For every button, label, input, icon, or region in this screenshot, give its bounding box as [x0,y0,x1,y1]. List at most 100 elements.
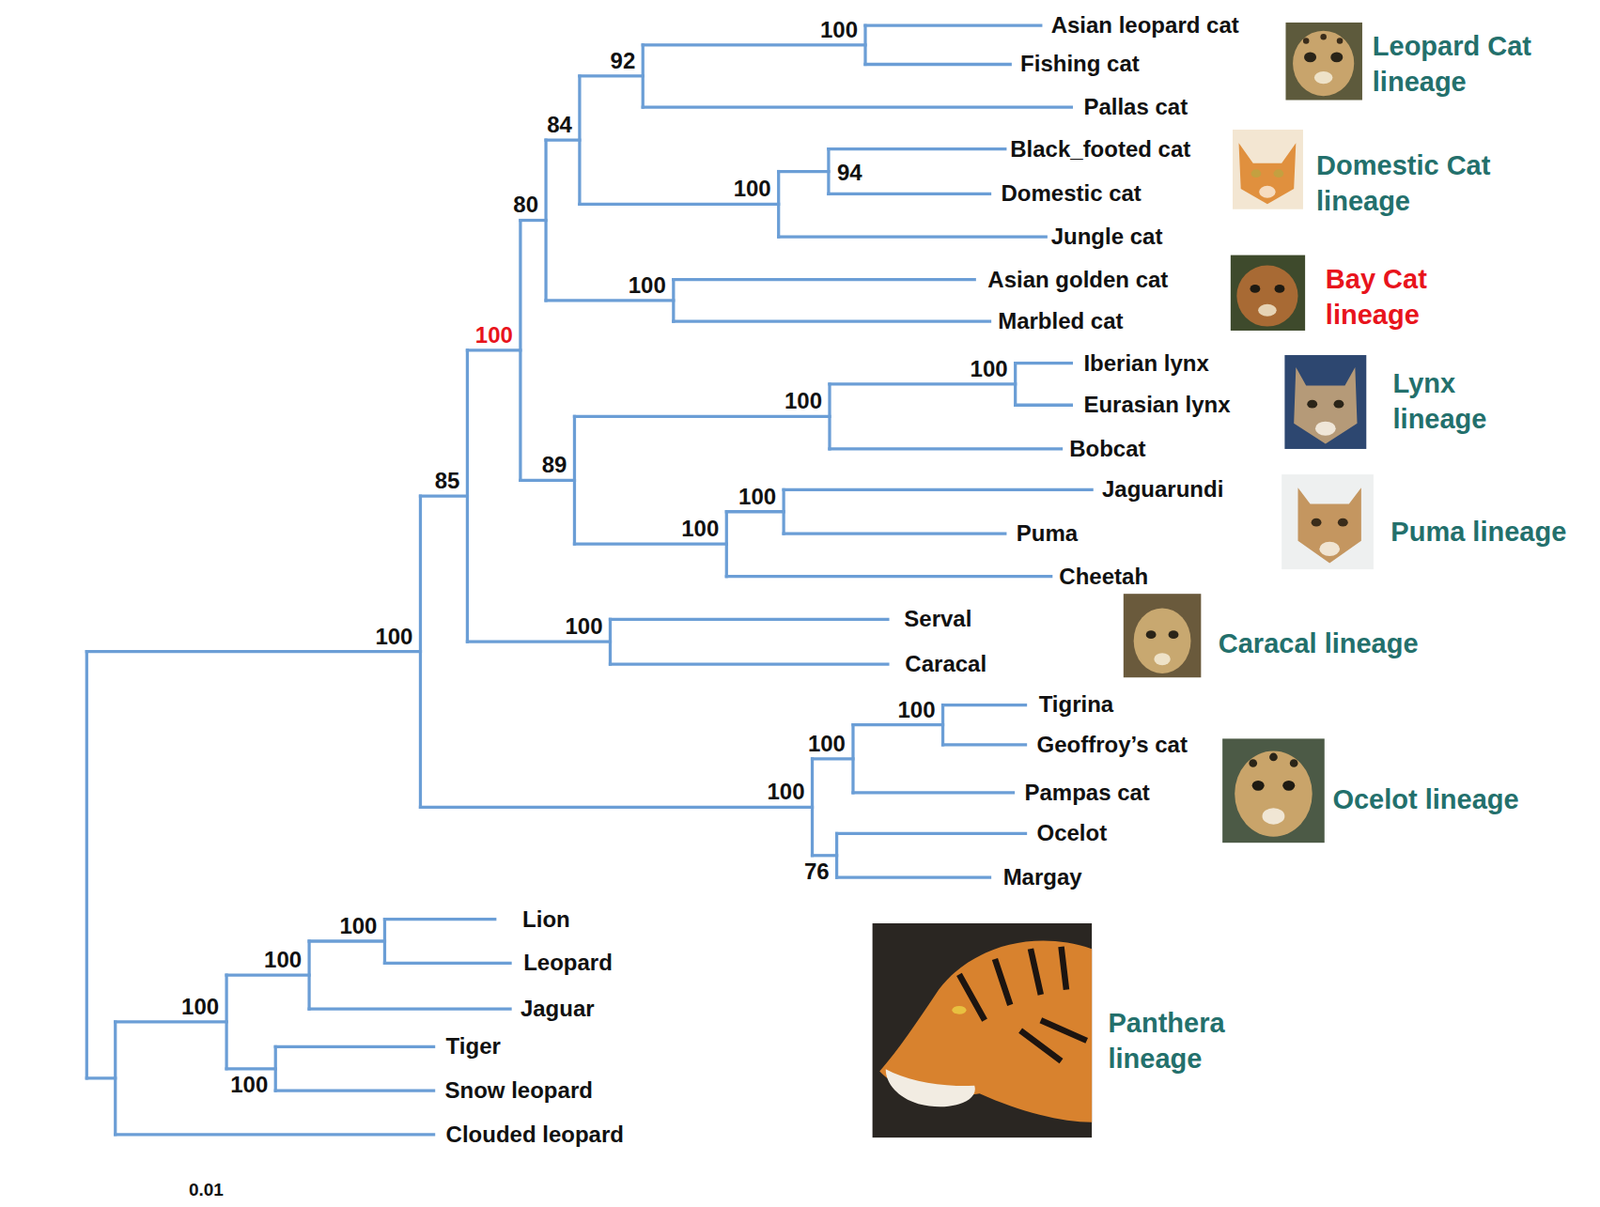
species-name: Marbled cat [997,310,1123,333]
species-name: Fishing cat [1020,52,1140,76]
tree-branch [545,139,580,142]
bootstrap-value: 100 [681,517,719,541]
tree-branch [115,1133,435,1136]
bootstrap-value: 100 [784,389,823,413]
bootstrap-value: 76 [804,860,830,884]
tree-branch [778,170,829,173]
tree-branch [673,320,991,324]
tree-branch [829,447,1062,451]
cat-photo [1284,355,1367,450]
tree-branch [419,494,467,498]
tree-branch [837,832,1026,836]
tree-branch [226,1067,276,1071]
bootstrap-value: 94 [837,161,863,185]
lineage-label: Domestic Cat lineage [1316,147,1552,219]
tree-branch [384,917,495,921]
tree-branch [115,1020,227,1024]
lineage-label: Leopard Cat lineage [1372,28,1589,100]
species-name: Asian leopard cat [1051,14,1240,37]
bootstrap-value: 100 [898,699,936,722]
tree-branch [828,192,991,196]
tree-branch [865,24,1041,28]
tree-branch [853,791,1014,794]
species-name: Tiger [446,1035,501,1058]
tree-branch [1015,403,1072,407]
tree-branch [579,202,779,206]
species-name: Asian golden cat [987,268,1168,292]
species-name: Geoffroy’s cat [1036,733,1188,757]
cat-photo [1232,129,1304,210]
bootstrap-value: 84 [546,113,573,137]
bootstrap-value: 85 [434,469,461,493]
species-name: Bobcat [1069,437,1146,461]
tree-branch [726,574,1051,578]
bootstrap-value: 100 [230,1073,268,1097]
lineage-label: Puma lineage [1390,513,1567,550]
tree-branch [419,806,812,809]
tree-branch [865,62,1010,66]
species-name: Jaguarundi [1102,478,1224,501]
cat-photo [1123,593,1202,678]
bootstrap-value: 100 [181,995,219,1019]
tree-branch [673,278,975,281]
bootstrap-value: 100 [738,485,777,509]
tree-branch [609,618,887,622]
species-name: Cheetah [1058,565,1149,589]
tree-branches [86,25,1092,1135]
lineage-label: Ocelot lineage [1332,781,1519,818]
tree-branch [275,1045,434,1049]
tree-branch [275,1088,434,1092]
bootstrap-value: 100 [564,615,603,638]
species-name: Domestic cat [1000,182,1141,205]
bootstrap-value: 100 [807,732,846,756]
tree-branch [1015,361,1072,365]
lineage-label: Bay Cat lineage [1325,261,1486,333]
species-name: Ocelot [1036,822,1107,845]
species-name: Lion [522,908,571,932]
species-name: Black_footed cat [1009,138,1191,161]
cat-photo [1285,22,1362,101]
photo-group [872,22,1374,1138]
tree-branch [778,234,1047,238]
bootstrap-value: 100 [766,780,805,804]
bootstrap-value: 92 [610,49,637,73]
tree-branch [226,973,310,977]
species-name: Puma [1016,522,1078,545]
tree-branch [579,74,643,78]
tree-branch [574,543,727,546]
cat-photo [1222,738,1325,843]
tree-branch [520,479,575,482]
bootstrap-value: 100 [374,625,413,649]
species-name: Leopard [523,951,613,975]
species-name: Pallas cat [1083,95,1188,119]
bootstrap-value: 89 [542,453,568,477]
scale-label: 0.01 [188,1180,224,1199]
lineage-label: Caracal lineage [1218,625,1419,662]
tree-branch [829,382,1016,386]
species-name: Jaguar [520,997,595,1021]
tree-branch [726,510,784,513]
tree-branch [86,1076,115,1080]
tree-branch [812,757,854,761]
tree-branch [837,875,991,879]
bootstrap-value: 100 [820,18,858,42]
tree-branch [309,1008,511,1011]
tree-branch [943,703,1026,707]
cat-photo [1281,474,1374,570]
species-name: Iberian lynx [1083,352,1209,375]
species-name: Jungle cat [1051,225,1164,249]
cat-photo [1230,255,1305,331]
bootstrap-value: 100 [339,915,377,938]
bootstrap-value: 80 [512,193,539,217]
species-name: Tigrina [1039,693,1115,716]
bootstrap-value: 100 [475,324,513,347]
species-name: Margay [1003,866,1083,889]
tree-branch [574,415,830,419]
tree-branch [545,298,674,302]
lineage-label: Lynx lineage [1393,365,1525,437]
tree-branch [853,723,944,727]
tree-branch [86,650,420,653]
